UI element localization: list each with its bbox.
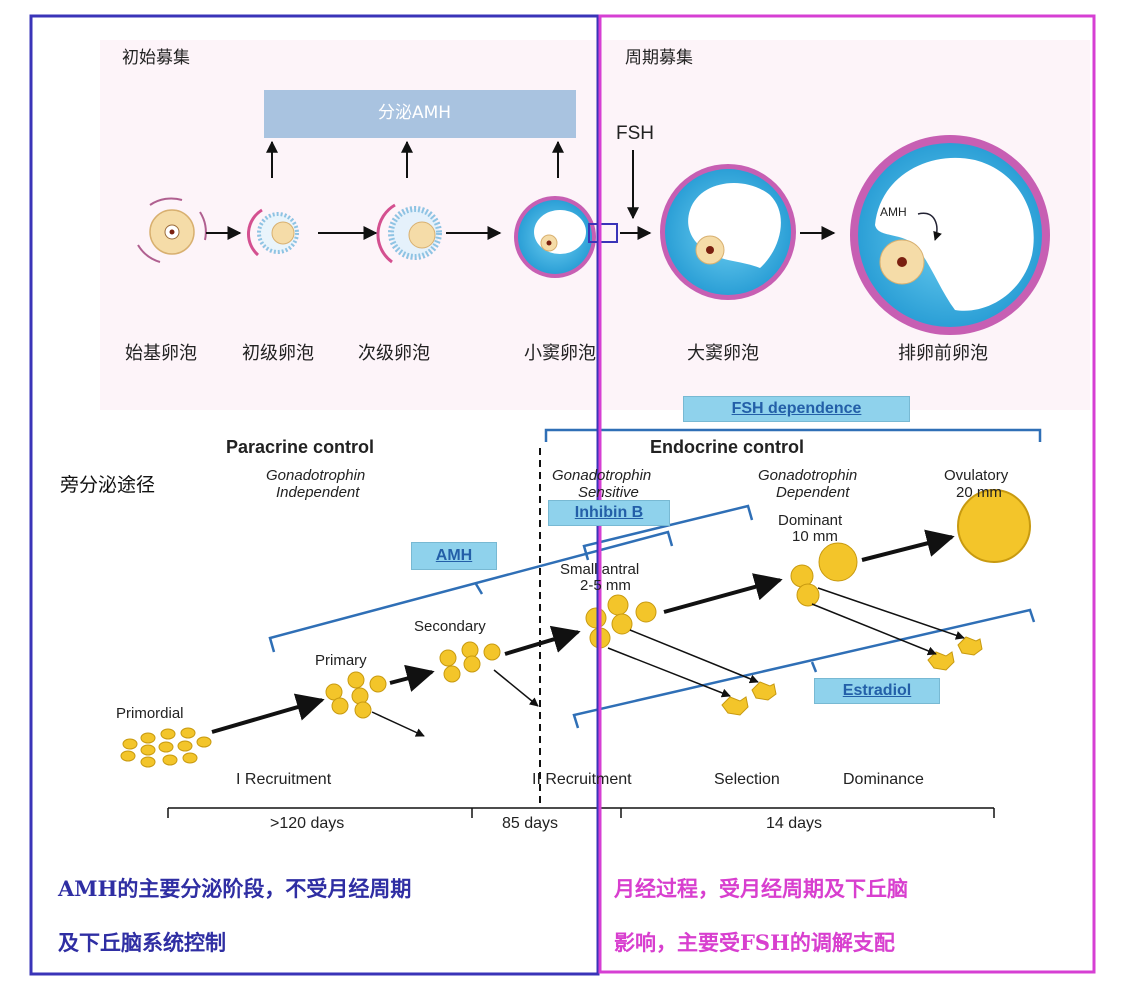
right-caption-line1: 月经过程，受月经周期及下丘脑 xyxy=(614,876,908,901)
estradiol-tag: Estradiol xyxy=(814,678,940,704)
gonado-independent-line1: Gonadotrophin xyxy=(266,467,366,484)
ovulatory-label-line1: Ovulatory xyxy=(944,467,1009,484)
primordial-follicle-drawing xyxy=(137,197,207,263)
follicle-label-secondary: 次级卵泡 xyxy=(358,343,430,364)
follicle-label-small-antral: 小窦卵泡 xyxy=(524,343,596,364)
large-antral-follicle-drawing xyxy=(660,164,796,300)
dominant-label-line1: Dominant xyxy=(778,512,843,529)
duration-final: 14 days xyxy=(766,815,823,832)
endocrine-control-heading: Endocrine control xyxy=(650,437,805,457)
small-antral-follicle-drawing xyxy=(514,196,596,278)
duration-secondary: 85 days xyxy=(502,815,559,832)
small-antral-label-line2: 2-5 mm xyxy=(580,577,631,594)
amh-banner-label: 分泌AMH xyxy=(378,103,452,123)
paracrine-control-heading: Paracrine control xyxy=(226,437,375,457)
dominant-cluster xyxy=(790,542,858,607)
fsh-label: FSH xyxy=(616,123,654,144)
left-phase-frame xyxy=(29,14,600,976)
secondary-stage-label: Secondary xyxy=(414,618,486,635)
timeline-axis xyxy=(167,807,995,818)
right-caption-line2: 影响，主要受FSH的调解支配 xyxy=(614,930,895,955)
small-antral-label-line1: Small antral xyxy=(560,561,640,578)
amh-bracket xyxy=(268,530,674,653)
ovulatory-label-line2: 20 mm xyxy=(956,484,1002,501)
small-antral-cluster xyxy=(585,594,657,649)
secondary-follicle-drawing xyxy=(376,203,442,264)
preovulatory-follicle-drawing xyxy=(850,135,1050,335)
follicle-label-primordial: 始基卵泡 xyxy=(125,343,197,364)
ovulatory-follicle xyxy=(957,489,1031,563)
secondary-cluster xyxy=(439,641,501,683)
follicle-label-primary: 初级卵泡 xyxy=(242,343,314,364)
gonado-dependent-line2: Dependent xyxy=(776,484,850,501)
gonado-dependent-line1: Gonadotrophin xyxy=(758,467,858,484)
fsh-dependence-bracket xyxy=(544,428,1042,442)
gonado-sensitive-line1: Gonadotrophin xyxy=(552,467,652,484)
phase-label-dominance: Dominance xyxy=(843,771,924,788)
primary-stage-label: Primary xyxy=(315,652,367,669)
initial-recruitment-title: 初始募集 xyxy=(122,48,190,68)
right-phase-frame xyxy=(598,14,1096,974)
phase-label-recruitment-1: I Recruitment xyxy=(236,771,332,788)
primary-follicle-drawing xyxy=(247,208,299,257)
amh-secretion-banner xyxy=(264,90,576,138)
amh-tag: AMH xyxy=(411,542,497,570)
duration-initial: >120 days xyxy=(270,815,345,832)
left-caption-line1: AMH的主要分泌阶段，不受月经周期 xyxy=(58,876,412,901)
left-caption-line2: 及下丘脑系统控制 xyxy=(58,930,226,955)
inhibin-b-bracket xyxy=(582,504,754,561)
atretic-follicles xyxy=(721,636,983,716)
estradiol-bracket xyxy=(572,608,1036,729)
secretion-arrows xyxy=(266,140,564,178)
cyclic-recruitment-title: 周期募集 xyxy=(625,48,693,68)
inhibin-b-tag: Inhibin B xyxy=(548,500,670,526)
lower-progression-arrows xyxy=(211,529,965,737)
amh-bracket-tick xyxy=(474,583,484,595)
dominant-label-line2: 10 mm xyxy=(792,528,838,545)
amh-inset-label: AMH xyxy=(880,205,907,219)
gonado-sensitive-line2: Sensitive xyxy=(578,484,639,501)
primordial-cluster xyxy=(120,727,212,768)
fsh-dependence-tag: FSH dependence xyxy=(683,396,910,422)
primary-cluster xyxy=(325,671,387,719)
primordial-stage-label: Primordial xyxy=(116,705,184,722)
follicle-label-preovulatory: 排卵前卵泡 xyxy=(898,343,988,364)
gonado-independent-line2: Independent xyxy=(276,484,360,501)
phase-label-selection: Selection xyxy=(714,771,780,788)
phase-label-recruitment-2: II Recruitment xyxy=(532,771,632,788)
estradiol-bracket-tick xyxy=(810,661,818,673)
stage-transition-marker xyxy=(588,223,618,243)
paracrine-route-label: 旁分泌途径 xyxy=(60,474,156,496)
follicle-label-large-antral: 大窦卵泡 xyxy=(687,343,759,364)
